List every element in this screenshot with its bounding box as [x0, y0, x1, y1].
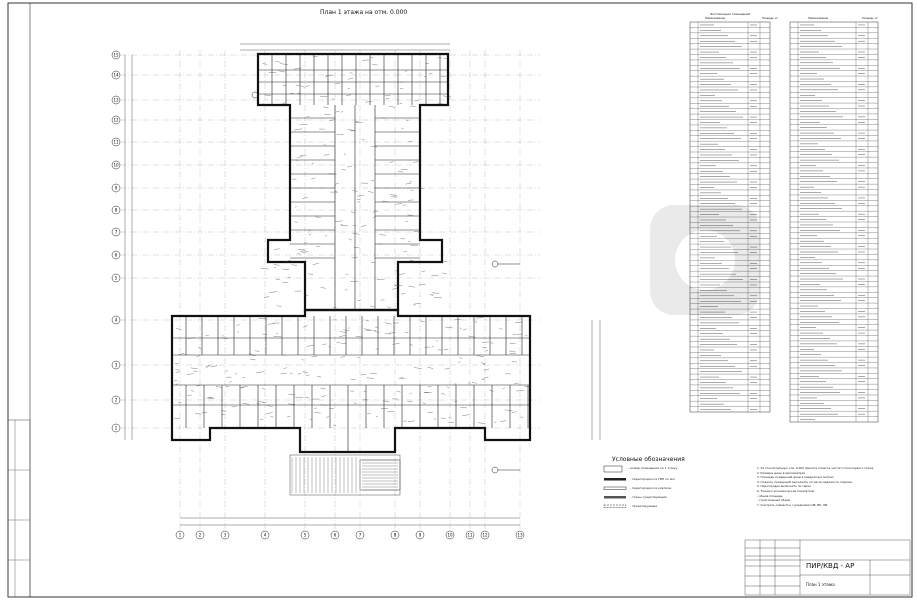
axis-bubble: 7: [111, 227, 121, 237]
axis-bubble: 10: [445, 530, 455, 540]
axis-bubble: 2: [195, 530, 205, 540]
svg-text:3: 3: [224, 533, 227, 538]
svg-text:4: 4: [264, 533, 267, 538]
svg-text:7: 7: [115, 230, 118, 235]
note-line: 5. Перегородки выполнять по серии: [757, 484, 811, 489]
svg-text:1: 1: [179, 533, 182, 538]
svg-text:15: 15: [113, 53, 119, 58]
svg-text:11: 11: [467, 533, 473, 538]
axis-bubble: 8: [390, 530, 400, 540]
axis-bubble: 13: [515, 530, 525, 540]
svg-text:3: 3: [115, 363, 118, 368]
axis-bubble: 15: [111, 50, 121, 60]
svg-text:6: 6: [334, 533, 337, 538]
note-line: - строительный объем: [757, 498, 791, 503]
axis-bubble: 4: [111, 315, 121, 325]
wall-hatching: [174, 55, 532, 426]
axis-bubbles-left: 15 14 13 12 11 10 9 8 7 6 5 4 3 2 1: [111, 50, 121, 433]
axis-bubble: 13: [111, 95, 121, 105]
axis-bubble: 3: [111, 360, 121, 370]
svg-text:8: 8: [394, 533, 397, 538]
legend-item: - стены существующие: [630, 495, 667, 499]
axis-bubble: 14: [111, 70, 121, 80]
svg-text:13: 13: [517, 533, 523, 538]
axis-bubble: 11: [465, 530, 475, 540]
svg-text:2: 2: [115, 398, 118, 403]
svg-text:13: 13: [113, 98, 119, 103]
note-line: 6. Технико-экономические показатели:: [757, 488, 816, 493]
legend-item: - перегородки из кирпича: [630, 486, 672, 490]
svg-text:12: 12: [113, 118, 119, 123]
svg-text:9: 9: [419, 533, 422, 538]
explication-col-area-2: Площадь, м²: [862, 17, 878, 20]
floor-plan: [170, 52, 532, 454]
general-notes: 1. За относительную отм. 0.000 принята о…: [757, 466, 907, 507]
svg-text:8: 8: [115, 208, 118, 213]
axis-bubble: 3: [220, 530, 230, 540]
svg-text:5: 5: [304, 533, 307, 538]
axis-bubble: 4: [260, 530, 270, 540]
svg-text:5: 5: [115, 276, 118, 281]
note-line: 2. Размеры даны в миллиметрах: [757, 470, 806, 475]
legend-item: - перегородки из ГВЛ по м/к: [630, 477, 675, 481]
axis-bubble: 8: [111, 205, 121, 215]
note-line: - общая площадь: [757, 493, 783, 498]
watermark: [650, 205, 760, 315]
axis-bubble: 12: [111, 115, 121, 125]
title-block-sheet: План 1 этажа: [806, 582, 835, 587]
svg-text:9: 9: [115, 186, 118, 191]
note-line: 1. За относительную отм. 0.000 принята о…: [757, 466, 874, 470]
explication-title: Экспликация помещений: [710, 12, 751, 16]
axis-bubble: 1: [175, 530, 185, 540]
title-block-lines: [744, 539, 911, 596]
explication-table-2: [789, 21, 879, 423]
svg-text:6: 6: [115, 253, 118, 258]
note-line: 4. Отделку помещений выполнять согласно …: [757, 479, 853, 484]
legend-symbols: [603, 465, 627, 508]
note-line: 3. Площади помещений даны в квадратных м…: [757, 475, 834, 480]
axis-bubble: 5: [111, 273, 121, 283]
axis-bubble: 12: [480, 530, 490, 540]
legend-item: - проектируемые: [630, 504, 658, 508]
room-partitions: [172, 54, 530, 452]
axis-bubble: 9: [111, 183, 121, 193]
svg-text:11: 11: [113, 140, 119, 145]
svg-text:10: 10: [447, 533, 453, 538]
axis-bubble: 6: [330, 530, 340, 540]
level-markers: [251, 91, 520, 474]
dimension-lines: [124, 43, 601, 526]
axis-bubble: 9: [415, 530, 425, 540]
explication-col-name: Наименование: [705, 17, 726, 20]
axis-bubble: 1: [111, 423, 121, 433]
plan-title: План 1 этажа на отм. 0.000: [320, 9, 408, 16]
explication-table-1: [689, 21, 771, 413]
axis-bubble: 7: [355, 530, 365, 540]
legend-title: Условные обозначения: [612, 456, 685, 463]
svg-text:14: 14: [113, 73, 119, 78]
explication-col-area: Площадь, м²: [762, 17, 778, 20]
axis-bubble: 5: [300, 530, 310, 540]
svg-text:12: 12: [482, 533, 488, 538]
axis-grid: [120, 50, 540, 530]
axis-bubble: 10: [111, 160, 121, 170]
svg-text:2: 2: [199, 533, 202, 538]
explication-col-name-2: Наименование: [808, 17, 829, 20]
title-block-code: ПИР/КВД - АР: [806, 562, 855, 570]
axis-bubble: 6: [111, 250, 121, 260]
note-line: 7. Смотреть совместно с разделами ОВ, ВК…: [757, 502, 828, 507]
axis-bubble: 11: [111, 137, 121, 147]
svg-text:1: 1: [115, 426, 118, 431]
svg-text:10: 10: [113, 163, 119, 168]
left-margin-stamp: [7, 419, 31, 598]
svg-text:7: 7: [359, 533, 362, 538]
axis-bubble: 2: [111, 395, 121, 405]
legend-item: - номер помещения по 1 этажу: [628, 466, 678, 470]
svg-text:4: 4: [115, 318, 118, 323]
